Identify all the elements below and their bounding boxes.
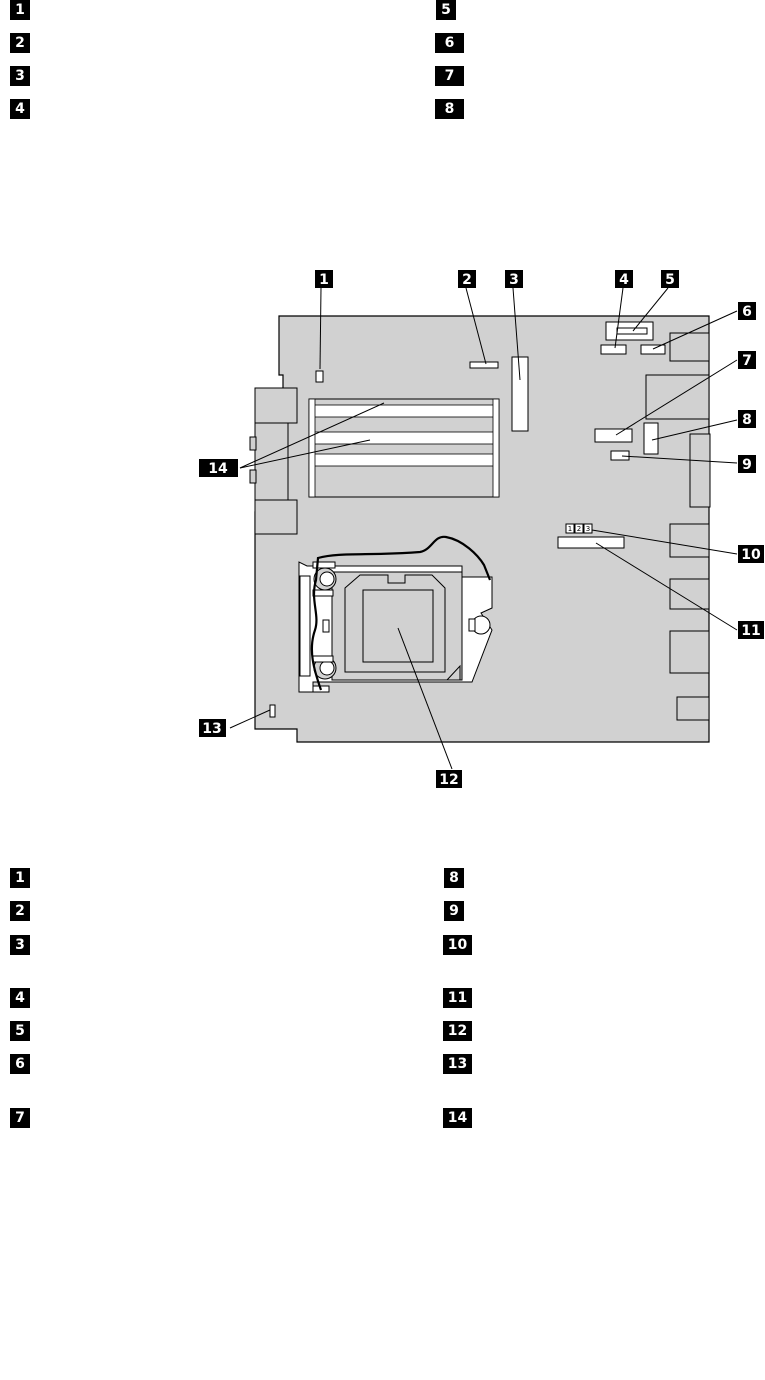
- legend-badge: 6: [435, 33, 464, 53]
- legend-badge: 7: [435, 66, 464, 86]
- svg-text:12: 12: [439, 772, 458, 788]
- svg-text:4: 4: [619, 272, 629, 288]
- legend-badge: 5: [436, 0, 456, 20]
- callout-14: 14: [199, 459, 238, 477]
- svg-text:6: 6: [742, 304, 752, 320]
- callout-11: 11: [738, 621, 764, 639]
- callout-4: 4: [615, 270, 633, 288]
- legend-badge: 3: [10, 935, 30, 955]
- callout-1: 1: [315, 270, 333, 288]
- legend-badge: 11: [443, 988, 472, 1008]
- callout-6: 6: [738, 302, 756, 320]
- socket-lever: [310, 535, 492, 691]
- legend-badge: 13: [443, 1054, 472, 1074]
- callout-9: 9: [738, 455, 756, 473]
- legend-badge: 10: [443, 935, 472, 955]
- legend-badge: 14: [443, 1108, 472, 1128]
- callout-12: 12: [436, 770, 462, 788]
- legend-badge: 8: [444, 868, 464, 888]
- motherboard-diagram: 1 2 3: [199, 270, 764, 788]
- legend-badge: 5: [10, 1021, 30, 1041]
- microprocessor-socket: [298, 561, 493, 693]
- leader-lines: [229, 287, 738, 770]
- legend-badge: 6: [10, 1054, 30, 1074]
- legend-badge: 3: [10, 66, 30, 86]
- legend-badge: 1: [10, 868, 30, 888]
- legend-badge: 4: [10, 99, 30, 119]
- svg-text:13: 13: [202, 721, 221, 737]
- callout-2: 2: [458, 270, 476, 288]
- legend-badge: 7: [10, 1108, 30, 1128]
- memory-slots: [308, 398, 500, 498]
- jumper-pin-labels: 1 2 3: [568, 525, 590, 533]
- callouts: 1 2 3 4 5 6 7 8 9 10 11 12 13 14: [199, 270, 764, 788]
- svg-text:2: 2: [462, 272, 472, 288]
- svg-text:3: 3: [509, 272, 519, 288]
- svg-text:8: 8: [742, 412, 752, 428]
- callout-5: 5: [661, 270, 679, 288]
- legend-badge: 2: [10, 901, 30, 921]
- legend-badge: 4: [10, 988, 30, 1008]
- callout-10: 10: [738, 545, 764, 563]
- legend-badge: 9: [444, 901, 464, 921]
- callout-13: 13: [199, 719, 226, 737]
- svg-text:10: 10: [741, 547, 761, 563]
- svg-text:1: 1: [319, 272, 329, 288]
- rear-left-connectors: [249, 387, 298, 535]
- callout-7: 7: [738, 351, 756, 369]
- legend-badge: 8: [435, 99, 464, 119]
- callout-8: 8: [738, 410, 756, 428]
- legend-badge: 1: [10, 0, 30, 20]
- legend-badge: 12: [443, 1021, 472, 1041]
- jumper-pin-label: 3: [586, 525, 590, 533]
- jumper-pin-label: 1: [568, 525, 572, 533]
- legend-badge: 2: [10, 33, 30, 53]
- jumper-pin-label: 2: [577, 525, 581, 533]
- callout-3: 3: [505, 270, 523, 288]
- svg-text:9: 9: [742, 457, 752, 473]
- svg-text:11: 11: [741, 623, 760, 639]
- svg-text:7: 7: [742, 353, 752, 369]
- svg-text:14: 14: [208, 461, 228, 477]
- svg-text:5: 5: [665, 272, 675, 288]
